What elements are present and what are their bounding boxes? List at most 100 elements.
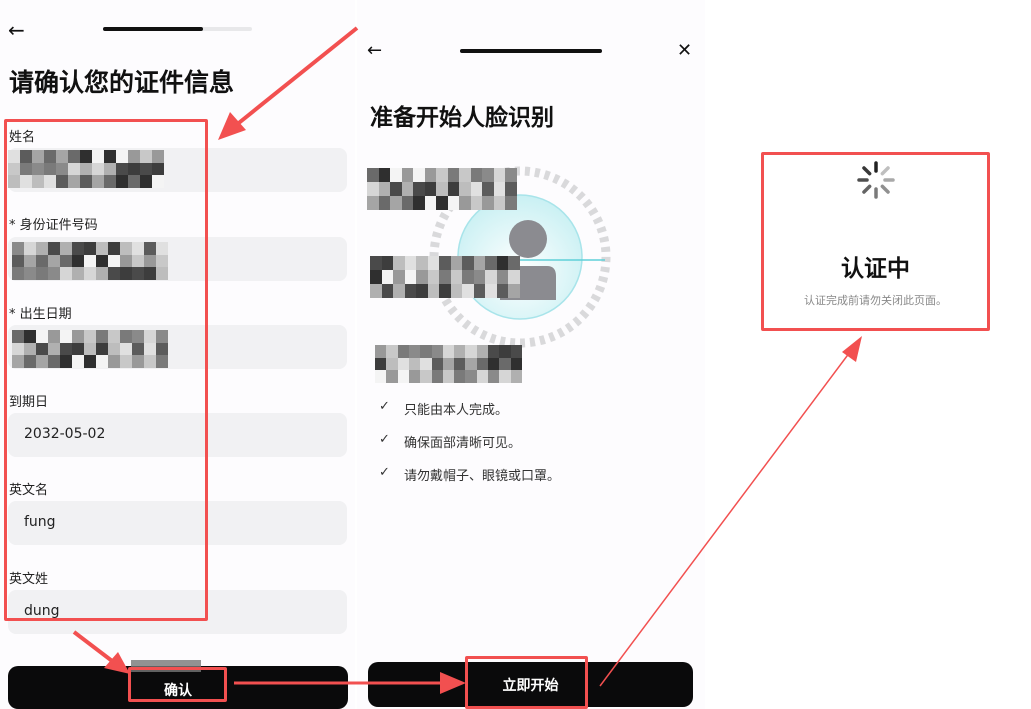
mosaic-cell xyxy=(132,342,144,356)
mosaic-cell xyxy=(454,345,466,358)
mosaic-cell xyxy=(473,256,486,270)
mosaic-cell xyxy=(393,256,405,270)
mosaic-cell xyxy=(84,355,96,368)
mosaic-cell xyxy=(416,270,428,284)
mosaic-cell xyxy=(60,267,72,280)
check-item: ✓只能由本人完成。 xyxy=(379,399,509,418)
page-title: 请确认您的证件信息 xyxy=(9,68,235,97)
mosaic-cell xyxy=(108,355,120,368)
field-input[interactable]: dung xyxy=(8,590,347,634)
mosaic-cell xyxy=(116,162,128,176)
mosaic-cell xyxy=(120,254,132,268)
mosaic-cell xyxy=(476,357,489,371)
mosaic-cell xyxy=(156,242,168,255)
mosaic-cell xyxy=(132,355,144,368)
field-label: * 身份证件号码 xyxy=(9,218,98,233)
field-input[interactable] xyxy=(8,325,347,369)
mosaic-cell xyxy=(436,168,448,182)
close-icon[interactable]: ✕ xyxy=(677,40,693,61)
mosaic-cell xyxy=(108,254,120,268)
mosaic-cell xyxy=(493,182,506,196)
highlight-confirm-box xyxy=(128,667,227,702)
mosaic-cell xyxy=(24,242,36,255)
mosaic-cell xyxy=(12,355,24,368)
mosaic-cell xyxy=(427,270,440,284)
mosaic-cell xyxy=(493,168,506,182)
mosaic-cell xyxy=(459,182,471,196)
mosaic-cell xyxy=(56,150,68,163)
mosaic-cell xyxy=(408,345,421,358)
mosaic-cell xyxy=(140,175,152,188)
highlight-start-box xyxy=(465,656,588,709)
mosaic-cell xyxy=(116,150,128,163)
back-arrow-icon[interactable]: ← xyxy=(8,18,25,42)
mosaic-cell xyxy=(416,256,428,270)
mosaic-cell xyxy=(84,330,96,343)
field-input[interactable]: fung xyxy=(8,501,347,545)
mosaic-cell xyxy=(140,150,152,163)
mosaic-cell xyxy=(60,254,72,268)
mosaic-cell xyxy=(132,254,144,268)
mosaic-cell xyxy=(416,284,428,298)
mosaic-cell xyxy=(132,242,144,255)
mosaic-cell xyxy=(44,150,56,163)
mosaic-cell xyxy=(84,342,96,356)
mosaic-cell xyxy=(120,342,132,356)
mosaic-cell xyxy=(510,370,522,383)
mosaic-cell xyxy=(393,284,405,298)
mosaic-cell xyxy=(505,196,517,210)
mosaic-cell xyxy=(156,342,168,356)
mosaic-cell xyxy=(132,267,144,280)
mosaic-cell xyxy=(104,175,116,188)
mosaic-cell xyxy=(431,345,443,358)
mosaic-cell xyxy=(92,162,104,176)
verifying-subtitle: 认证完成前请勿关闭此页面。 xyxy=(804,294,947,307)
mosaic-cell xyxy=(72,267,84,280)
mosaic-cell xyxy=(12,330,24,343)
field-input[interactable]: 2032-05-02 xyxy=(8,413,347,457)
mosaic-cell xyxy=(80,175,92,188)
dashed-ring xyxy=(429,166,611,348)
mosaic-cell xyxy=(144,330,156,343)
field-label: 姓名 xyxy=(9,130,36,145)
mosaic-cell xyxy=(459,196,471,210)
check-item: ✓确保面部清晰可见。 xyxy=(379,432,522,451)
mosaic-cell xyxy=(32,162,44,176)
mosaic-cell xyxy=(482,196,494,210)
field-input[interactable] xyxy=(8,237,347,281)
mosaic-cell xyxy=(144,254,156,268)
mosaic-cell xyxy=(413,168,425,182)
mosaic-cell xyxy=(386,357,398,371)
mosaic-cell xyxy=(510,345,522,358)
mosaic-cell xyxy=(367,168,379,182)
mosaic-cell xyxy=(120,267,132,280)
mosaic-cell xyxy=(397,345,409,358)
mosaic-cell xyxy=(152,150,164,163)
mosaic-cell xyxy=(390,168,402,182)
mosaic-cell xyxy=(152,162,164,176)
mosaic-cell xyxy=(482,182,494,196)
field-value: dung xyxy=(24,603,60,619)
mosaic-cell xyxy=(473,284,486,298)
mosaic-cell xyxy=(390,182,402,196)
mosaic-cell xyxy=(132,330,144,343)
mosaic-cell xyxy=(496,270,509,284)
mosaic-cell xyxy=(72,330,84,343)
back-arrow-icon[interactable]: ← xyxy=(367,40,383,61)
highlight-verifying-box xyxy=(761,152,990,331)
pixelated-value xyxy=(12,330,168,368)
mosaic-cell xyxy=(92,150,104,163)
mosaic-cell xyxy=(96,342,108,356)
mosaic-cell xyxy=(378,196,391,210)
mosaic-cell xyxy=(68,175,80,188)
field-input[interactable] xyxy=(8,148,347,192)
mosaic-cell xyxy=(8,162,20,176)
mosaic-cell xyxy=(465,370,477,383)
mosaic-cell xyxy=(454,370,466,383)
mosaic-cell xyxy=(427,256,440,270)
mosaic-cell xyxy=(482,168,494,182)
mosaic-cell xyxy=(96,330,108,343)
mosaic-cell xyxy=(431,357,443,371)
mosaic-cell xyxy=(44,162,56,176)
mosaic-cell xyxy=(156,330,168,343)
